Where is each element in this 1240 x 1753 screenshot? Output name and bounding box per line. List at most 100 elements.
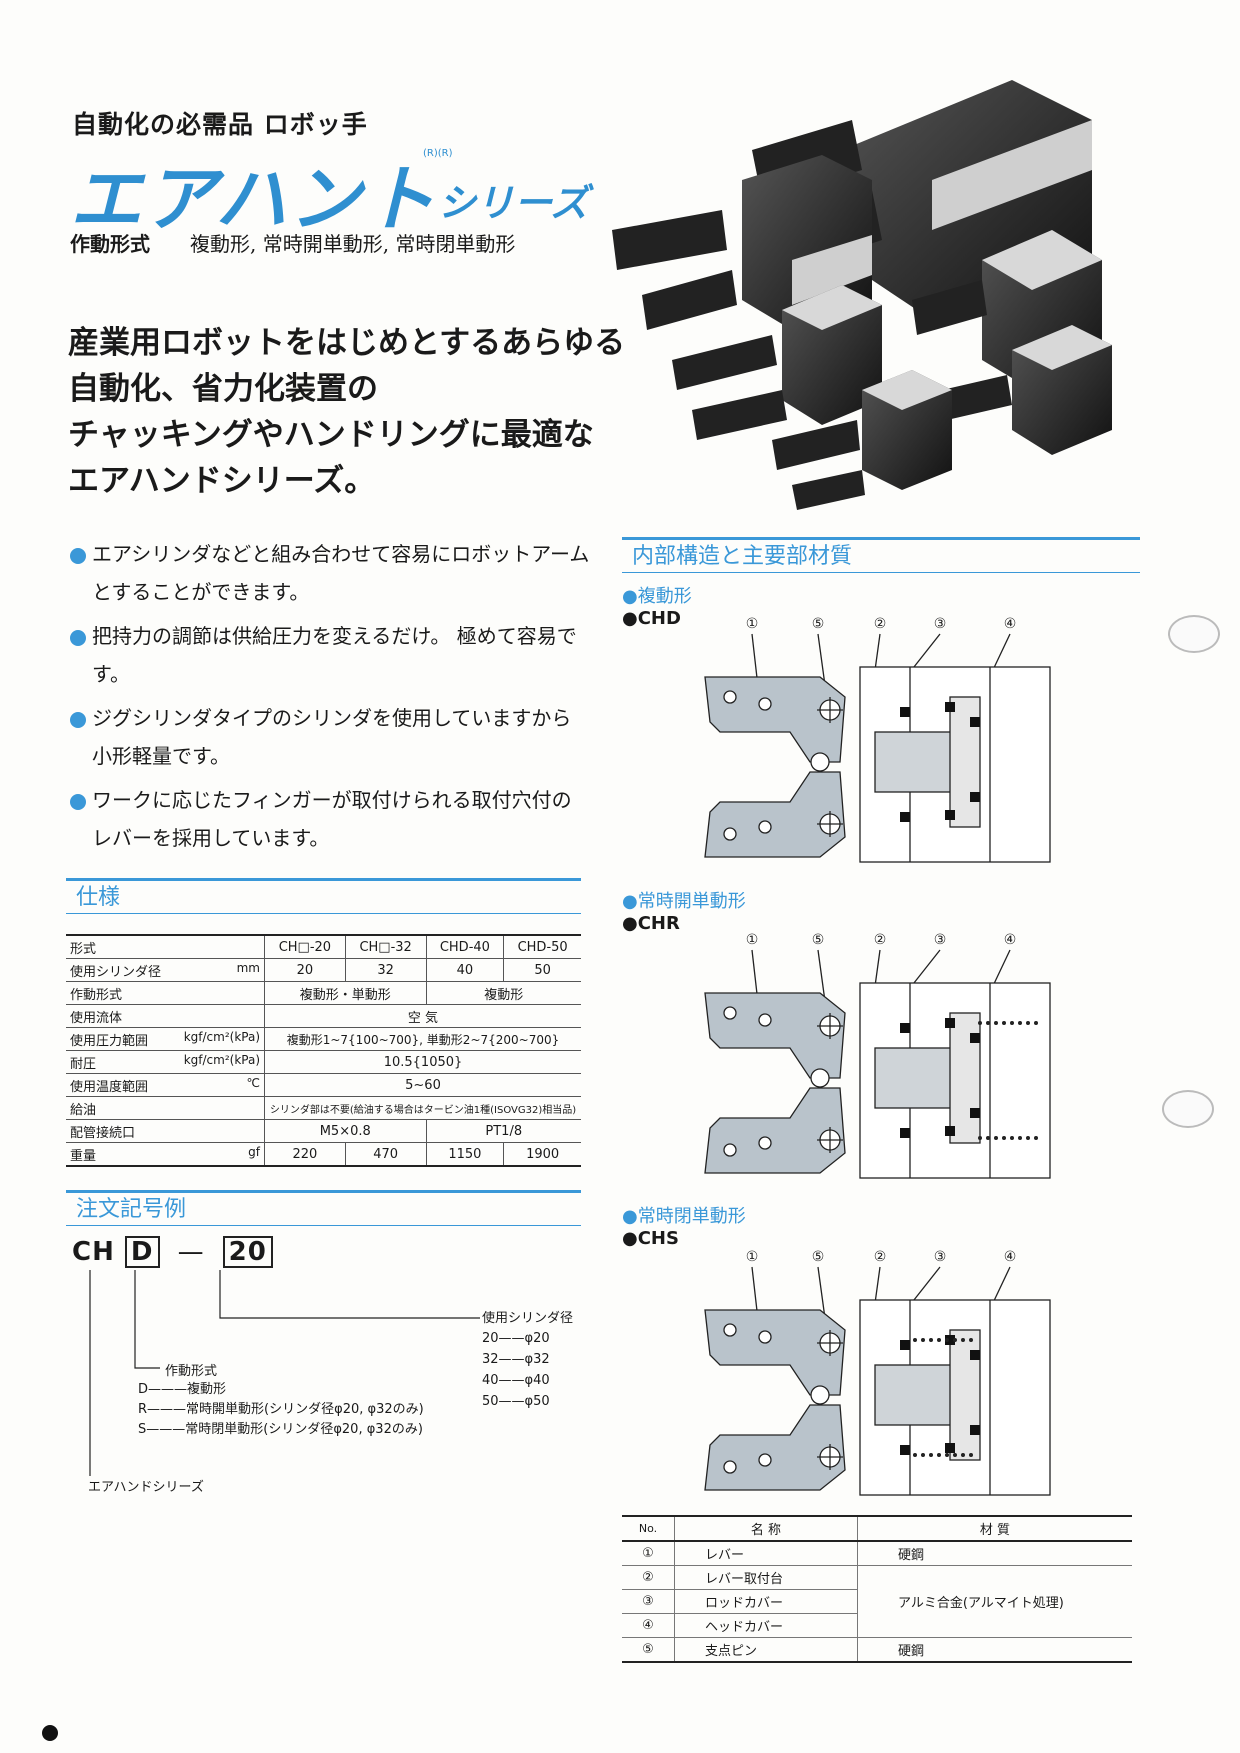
callout-label: ⑤	[812, 932, 825, 948]
page-marker-icon	[42, 1725, 58, 1741]
spec-label: 形式	[66, 934, 265, 959]
column-header: 名 称	[674, 1515, 858, 1542]
seal-mark	[945, 1126, 955, 1136]
cell-no: ②	[622, 1565, 675, 1590]
gripper-smallest	[772, 370, 952, 510]
spec-cell: 複動形	[425, 981, 581, 1005]
cell-no: ⑤	[622, 1637, 675, 1663]
seal-mark	[900, 1023, 910, 1033]
spec-cell: M5×0.8	[264, 1119, 426, 1143]
spring-coil	[961, 1338, 965, 1342]
list-item: D———複動形	[138, 1382, 227, 1397]
callout-label: ⑤	[812, 1249, 825, 1265]
spring-coil	[986, 1136, 990, 1140]
seal-mark	[970, 1108, 980, 1118]
cell-material: 硬鋼	[857, 1541, 1132, 1566]
callout-label: ④	[1004, 1249, 1017, 1265]
order-type-box: D	[124, 1236, 160, 1268]
spring-coil	[1026, 1021, 1030, 1025]
cell-no: ④	[622, 1613, 675, 1638]
cell-no: ③	[622, 1589, 675, 1614]
spec-cell: 220	[264, 1142, 346, 1167]
table-row: 給油 シリンダ部は不要(給油する場合はタービン油1種(ISOVG32)相当品)	[66, 1096, 581, 1120]
cell-name: レバー	[674, 1541, 858, 1566]
spring-coil	[921, 1338, 925, 1342]
piston	[949, 1329, 981, 1461]
feature-item: エアシリンダなどと組み合わせて容易にロボットアームとすることができます。	[70, 535, 590, 611]
seal-mark	[900, 1128, 910, 1138]
spec-cell: CHD-40	[425, 934, 504, 959]
structure-section: 内部構造と主要部材質	[622, 537, 1140, 573]
seal-mark	[970, 1350, 980, 1360]
spec-cell: CH□-32	[344, 934, 426, 959]
link-pin	[810, 1068, 830, 1088]
diagram-code: CHR	[637, 913, 680, 934]
registered-mark: (R)(R)	[423, 148, 453, 159]
feature-item: 把持力の調節は供給圧力を変えるだけ。 極めて容易です。	[70, 617, 590, 693]
hero-line: チャッキングやハンドリングに最適な	[68, 417, 594, 453]
spec-cell: 1900	[503, 1142, 581, 1167]
spring-coil	[945, 1453, 949, 1457]
mount-hole	[758, 1136, 772, 1150]
lever-upper	[704, 992, 846, 1079]
gripper-small-right	[942, 325, 1112, 455]
diagram-name: 常時開単動形	[637, 891, 746, 912]
product-photo	[612, 80, 1112, 510]
callout-label: ①	[746, 616, 759, 632]
spring-coil	[969, 1338, 973, 1342]
spring-coil	[1002, 1021, 1006, 1025]
seal-mark	[945, 810, 955, 820]
seal-mark	[970, 717, 980, 727]
spec-cell: 20	[264, 958, 346, 982]
feature-list: エアシリンダなどと組み合わせて容易にロボットアームとすることができます。 把持力…	[70, 535, 590, 863]
type-title: 作動形式	[165, 1364, 218, 1379]
spec-cell: シリンダ部は不要(給油する場合はタービン油1種(ISOVG32)相当品)	[264, 1096, 581, 1120]
seal-mark	[900, 1445, 910, 1455]
order-size-box: 20	[222, 1236, 273, 1268]
series-label: エアハンドシリーズ	[88, 1480, 204, 1495]
spec-cell: 470	[344, 1142, 426, 1167]
spring-coil	[1002, 1136, 1006, 1140]
bore-title: 使用シリンダ径	[482, 1311, 574, 1326]
table-row: 作動形式 複動形・単動形 複動形	[66, 981, 581, 1005]
callout-label: ③	[934, 932, 947, 948]
diagram-chs-header: ●常時閉単動形 ●CHS	[622, 1206, 746, 1249]
diagram-name: 複動形	[637, 586, 692, 607]
spring-coil	[953, 1338, 957, 1342]
spec-label: 給油	[66, 1096, 265, 1120]
mount-hole	[723, 1006, 737, 1020]
seal-mark	[900, 1340, 910, 1350]
mount-hole	[758, 1330, 772, 1344]
diagram-chr-header: ●常時開単動形 ●CHR	[622, 891, 746, 934]
spec-cell: 空 気	[264, 1004, 581, 1028]
callout-label: ②	[874, 1249, 887, 1265]
brand-title: エアハント	[70, 157, 438, 241]
spec-cell: PT1/8	[425, 1119, 581, 1143]
list-item: S———常時閉単動形(シリンダ径φ20, φ32のみ)	[138, 1422, 423, 1437]
order-section: 注文記号例	[66, 1190, 581, 1226]
callout-leader	[991, 1266, 1011, 1306]
spring-coil	[1026, 1136, 1030, 1140]
spring-coil	[978, 1021, 982, 1025]
order-dash: —	[177, 1237, 205, 1267]
spec-title: 仕様	[66, 878, 581, 914]
table-row: ① レバー 硬鋼	[622, 1541, 1132, 1566]
spec-cell: CH□-20	[264, 934, 346, 959]
spring-coil	[937, 1338, 941, 1342]
spring-coil	[929, 1453, 933, 1457]
mount-hole	[758, 820, 772, 834]
seal-mark	[945, 1018, 955, 1028]
mount-hole	[758, 1013, 772, 1027]
cross-section-group	[704, 633, 1051, 863]
materials-table: No. 名 称 材 質 ① レバー 硬鋼 ② レバー取付台 アルミ合金(アルマイ…	[622, 1515, 1132, 1663]
spec-label: 使用流体	[66, 1004, 265, 1028]
hero-text: 産業用ロボットをはじめとするあらゆる 自動化、省力化装置の チャッキングやハンド…	[68, 320, 625, 504]
